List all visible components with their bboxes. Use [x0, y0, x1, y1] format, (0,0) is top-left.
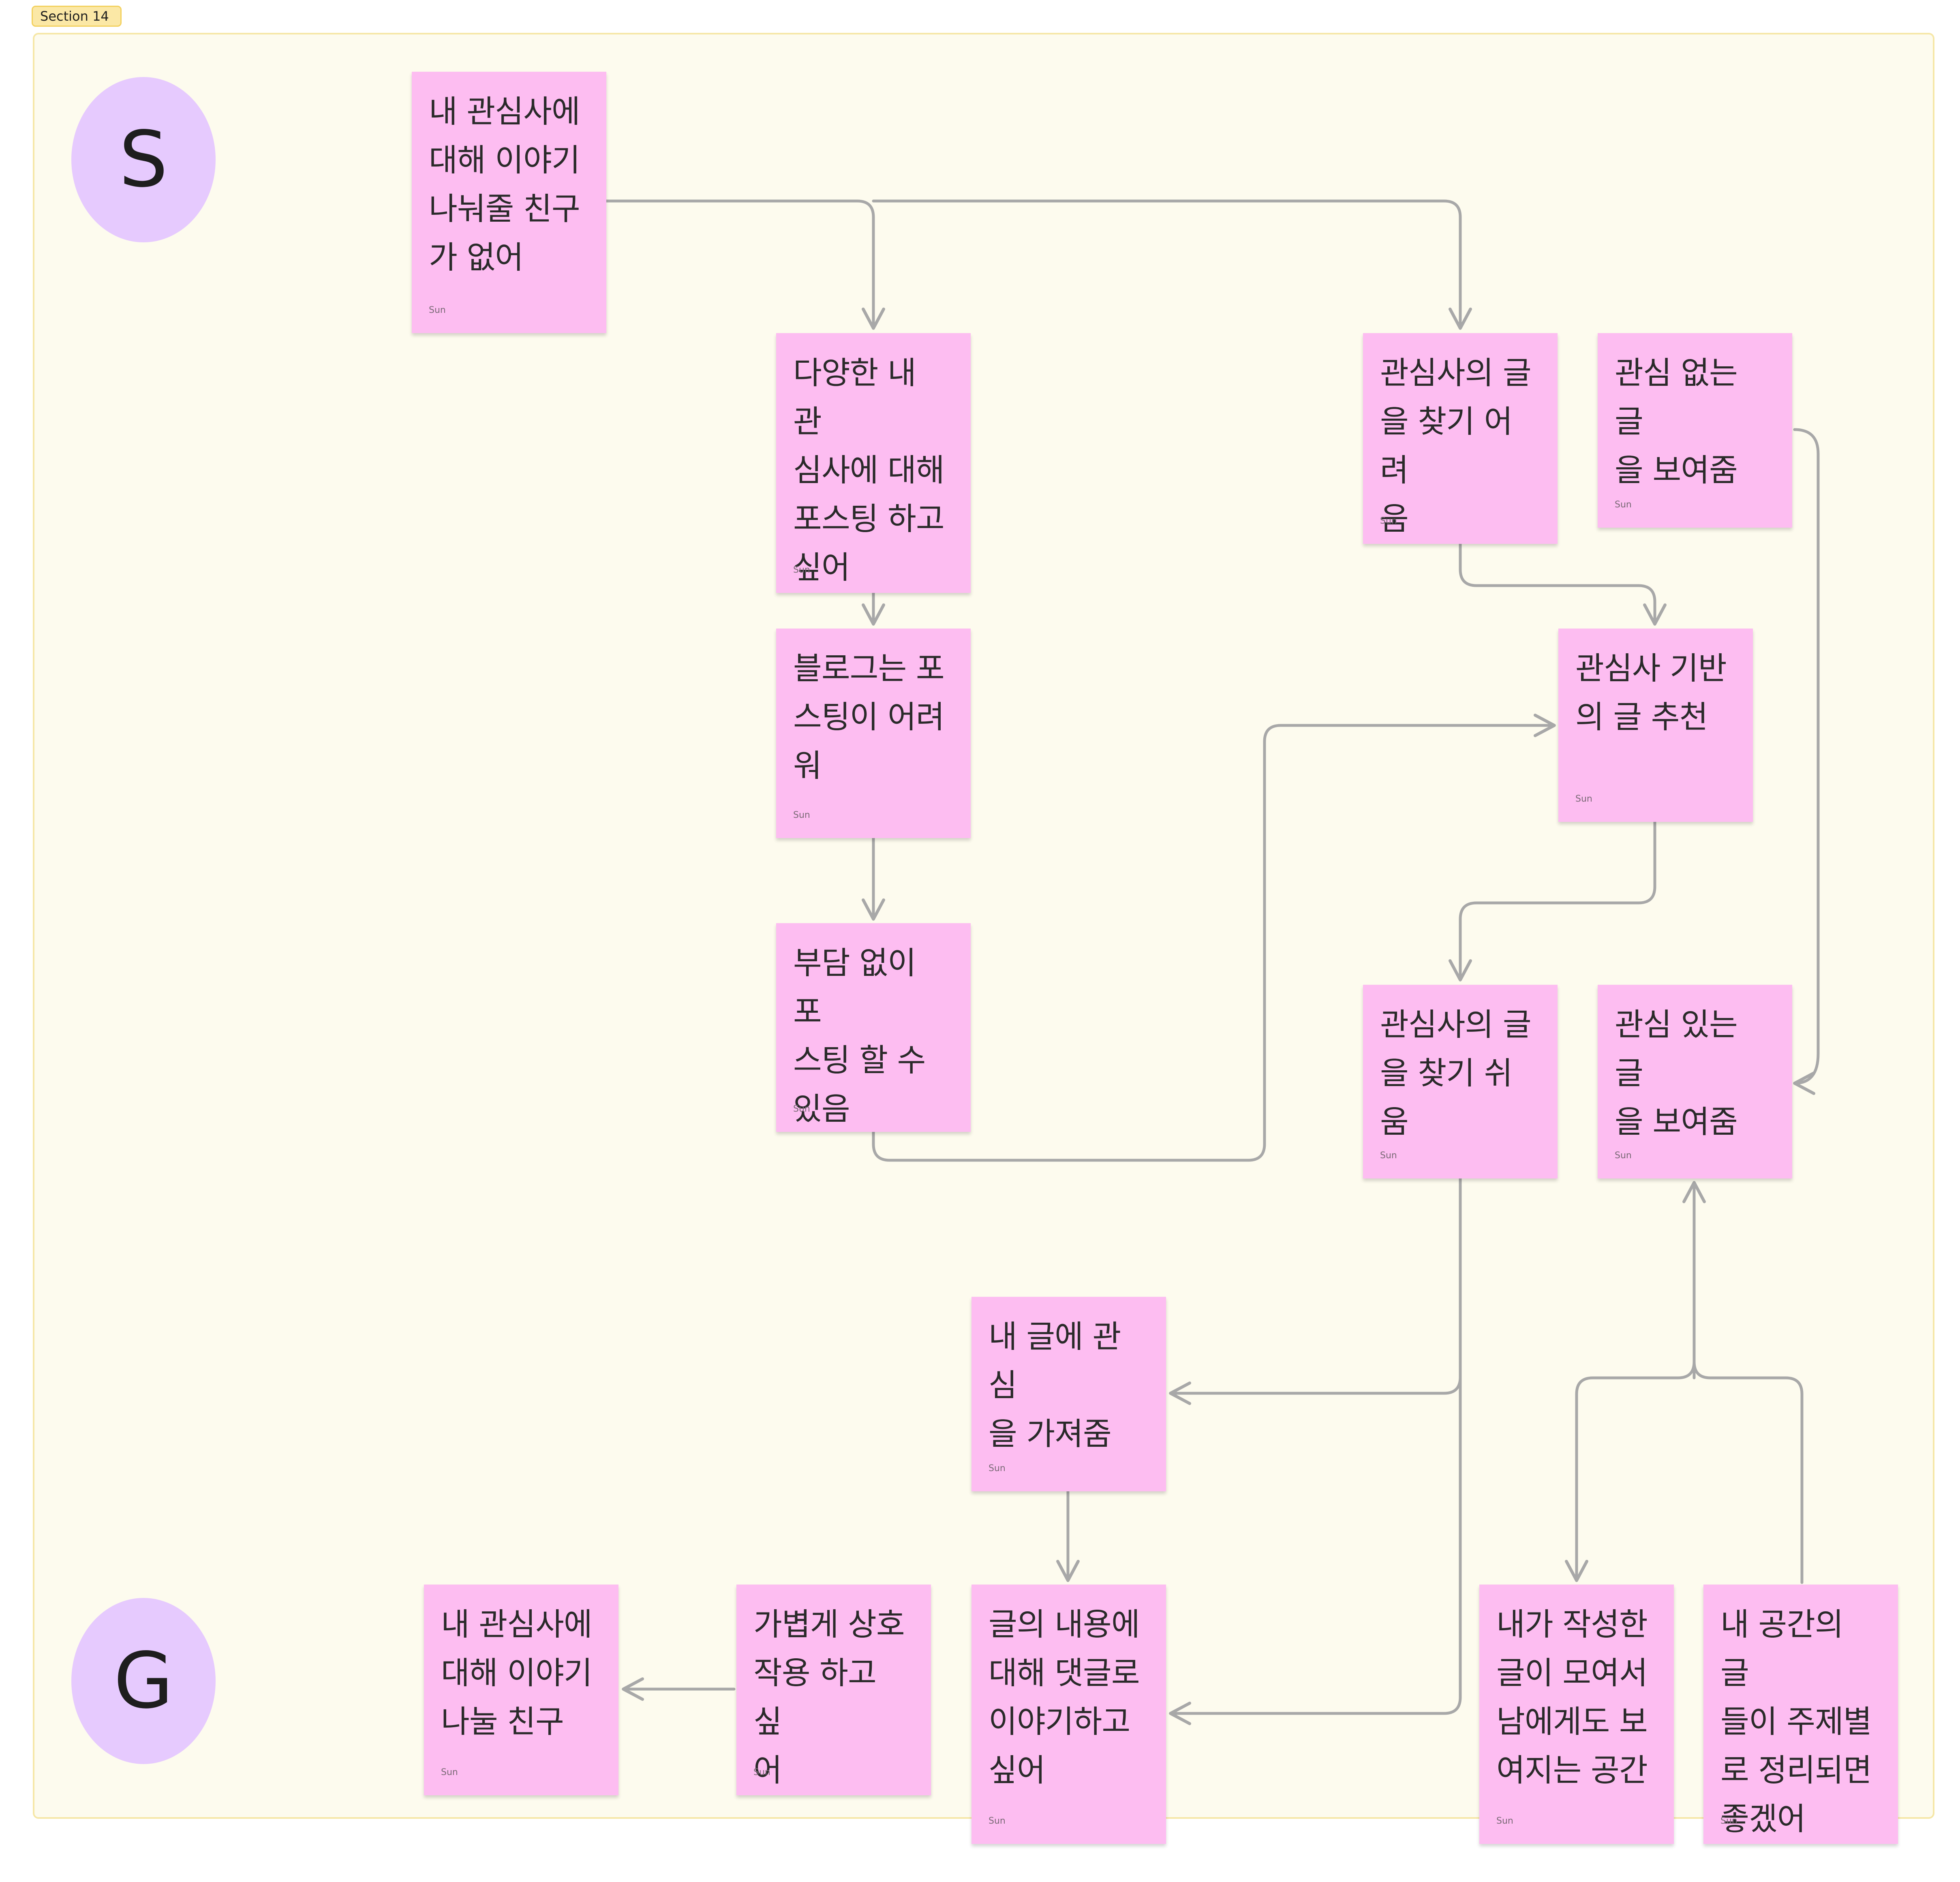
sticky-author: Sun — [1615, 500, 1632, 510]
sticky-note[interactable]: 관심사의 글 을 찾기 쉬움 Sun — [1363, 985, 1558, 1178]
connector-n8-n13 — [1169, 1375, 1462, 1725]
sticky-note[interactable]: 내 관심사에 대해 이야기 나눌 친구 Sun — [424, 1585, 618, 1795]
sticky-text: 관심 있는 글 을 보여줌 — [1615, 1007, 1738, 1140]
connector-n1-n2 — [605, 199, 885, 330]
sticky-author: Sun — [1615, 1151, 1632, 1161]
section-label[interactable]: Section 14 — [32, 6, 122, 27]
sticky-author: Sun — [1380, 1151, 1397, 1161]
goal-marker[interactable]: G — [71, 1598, 216, 1764]
sticky-text: 내 공간의 글 들이 주제별 로 정리되면 좋겠어 — [1720, 1607, 1872, 1837]
sticky-author: Sun — [1496, 1816, 1513, 1826]
connector-n7-n6 — [872, 714, 1556, 1162]
section-frame — [33, 33, 1934, 1819]
sticky-author: Sun — [793, 1104, 810, 1114]
sticky-note[interactable]: 가볍게 상호 작용 하고 싶 어 Sun — [736, 1585, 931, 1795]
sticky-text: 관심사 기반 의 글 추천 — [1575, 651, 1727, 736]
sticky-note[interactable]: 내가 작성한 글이 모여서 남에게도 보 여지는 공간 Sun — [1479, 1585, 1674, 1844]
sticky-author: Sun — [793, 565, 810, 575]
start-marker[interactable]: S — [71, 77, 216, 242]
sticky-note[interactable]: 내 글에 관심 을 가져줌 Sun — [971, 1297, 1166, 1491]
sticky-text: 글의 내용에 대해 댓글로 이야기하고 싶어 — [989, 1607, 1140, 1789]
connector-n8-n10 — [1169, 1177, 1462, 1405]
sticky-author: Sun — [793, 810, 810, 820]
sticky-note[interactable]: 내 공간의 글 들이 주제별 로 정리되면 좋겠어 Sun — [1703, 1585, 1898, 1844]
connector-n4-n9 — [1793, 428, 1820, 1095]
sticky-note[interactable]: 내 관심사에 대해 이야기 나눠줄 친구 가 없어 Sun — [412, 72, 606, 333]
sticky-note[interactable]: 부담 없이 포 스팅 할 수 있음 Sun — [776, 923, 971, 1132]
sticky-note[interactable]: 관심사 기반 의 글 추천 Sun — [1558, 629, 1753, 822]
sticky-note[interactable]: 관심사의 글 을 찾기 어려 움 Sun — [1363, 333, 1558, 544]
sticky-author: Sun — [989, 1816, 1006, 1826]
sticky-note[interactable]: 블로그는 포 스팅이 어려 워 Sun — [776, 629, 971, 838]
sticky-text: 관심 없는 글 을 보여줌 — [1615, 355, 1738, 489]
sticky-text: 내 글에 관심 을 가져줌 — [989, 1319, 1121, 1452]
sticky-note[interactable]: 관심 없는 글 을 보여줌 Sun — [1598, 333, 1792, 528]
sticky-text: 관심사의 글 을 찾기 어려 움 — [1380, 355, 1532, 537]
sticky-text: 다양한 내 관 심사에 대해 포스팅 하고 싶어 — [793, 355, 945, 586]
sticky-text: 부담 없이 포 스팅 할 수 있음 — [793, 945, 926, 1127]
sticky-author: Sun — [441, 1767, 458, 1777]
sticky-author: Sun — [753, 1767, 770, 1777]
sticky-text: 블로그는 포 스팅이 어려 워 — [793, 651, 945, 784]
sticky-note[interactable]: 관심 있는 글 을 보여줌 Sun — [1598, 985, 1792, 1178]
sticky-text: 내 관심사에 대해 이야기 나눠줄 친구 가 없어 — [429, 94, 580, 276]
sticky-note[interactable]: 글의 내용에 대해 댓글로 이야기하고 싶어 Sun — [971, 1585, 1166, 1844]
sticky-author: Sun — [1575, 794, 1592, 804]
connector-n6-n8 — [1449, 820, 1656, 982]
sticky-text: 관심사의 글 을 찾기 쉬움 — [1380, 1007, 1532, 1140]
sticky-author: Sun — [1720, 1816, 1737, 1826]
sticky-note[interactable]: 다양한 내 관 심사에 대해 포스팅 하고 싶어 Sun — [776, 333, 971, 593]
connector-n1-n3 — [872, 199, 1472, 330]
sticky-text: 가볍게 상호 작용 하고 싶 어 — [753, 1607, 905, 1789]
connector-n3-n6 — [1459, 542, 1667, 626]
sticky-author: Sun — [429, 305, 446, 315]
sticky-text: 내가 작성한 글이 모여서 남에게도 보 여지는 공간 — [1496, 1607, 1648, 1789]
connector-hub-n14 — [1565, 1360, 1696, 1582]
sticky-author: Sun — [989, 1463, 1006, 1474]
sticky-author: Sun — [1380, 516, 1397, 526]
sticky-text: 내 관심사에 대해 이야기 나눌 친구 — [441, 1607, 593, 1740]
connector-n15-hub — [1693, 1360, 1804, 1584]
